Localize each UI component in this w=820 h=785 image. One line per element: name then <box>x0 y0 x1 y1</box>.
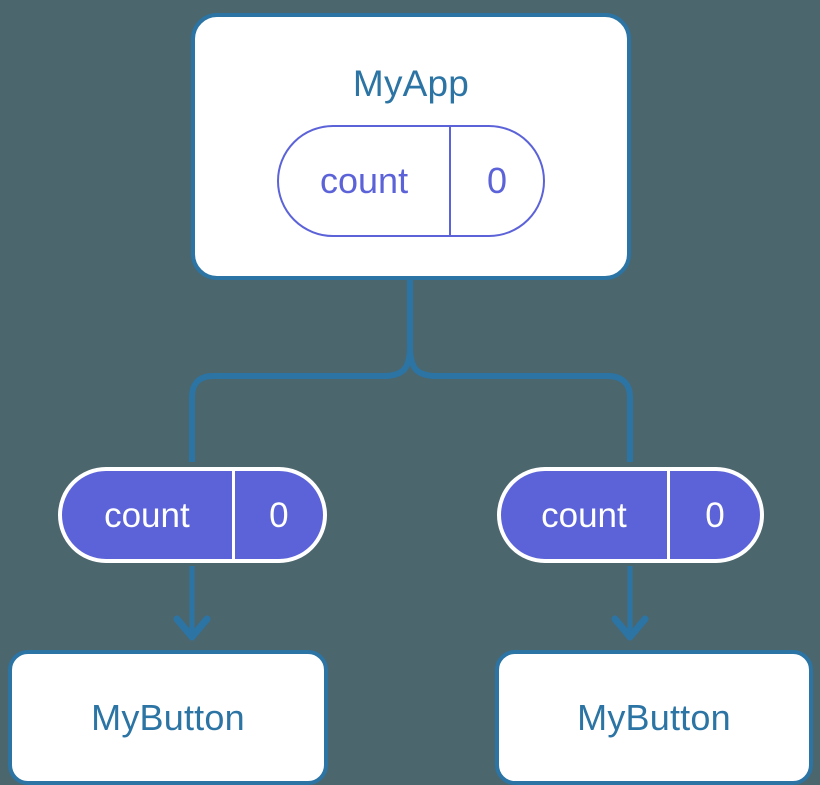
component-node-child-left[interactable]: MyButton <box>8 650 328 785</box>
component-title-root: MyApp <box>352 63 470 104</box>
component-node-child-right[interactable]: MyButton <box>495 650 813 785</box>
state-pill-root[interactable]: count 0 <box>277 125 545 237</box>
state-pill-key-child-right: count <box>541 495 627 535</box>
edge-fork-right <box>407 344 633 462</box>
state-pill-value-root: 0 <box>449 127 543 235</box>
component-title-child-left: MyButton <box>91 696 245 738</box>
state-pill-child-right[interactable]: count 0 <box>497 467 764 563</box>
state-pill-value-child-right: 0 <box>666 471 760 559</box>
edge-fork-left <box>189 344 413 462</box>
state-pill-value-child-left: 0 <box>231 471 323 559</box>
arrowhead-left-icon <box>173 615 211 641</box>
state-pill-key-child-left: count <box>104 495 190 535</box>
state-pill-child-left[interactable]: count 0 <box>58 467 327 563</box>
state-pill-key-root: count <box>320 160 409 201</box>
arrowhead-right-icon <box>611 615 649 641</box>
component-title-child-right: MyButton <box>577 696 731 738</box>
